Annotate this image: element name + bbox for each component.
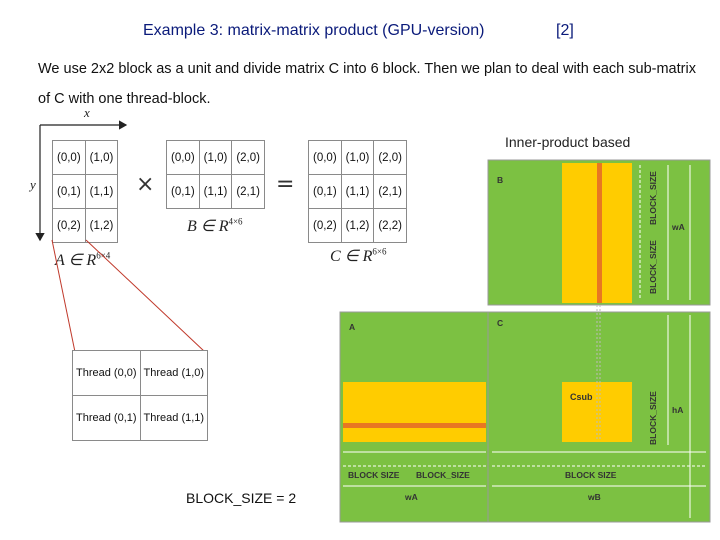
matrix-c-label: C ∈ R6×6 (330, 246, 387, 265)
a-letter: A (349, 322, 355, 332)
matrix-a-cell: (1,2) (84, 208, 119, 243)
thread-cell: Thread (0,1) (72, 395, 141, 441)
axes-arrows (35, 120, 128, 242)
matrix-c-cell: (0,2) (308, 208, 342, 243)
block-size-note: BLOCK_SIZE = 2 (186, 490, 297, 506)
a-block-size-label-1: BLOCK SIZE (348, 470, 400, 480)
table-row: (0,0)(1,0)(2,0) (308, 140, 407, 175)
matrix-b-cell: (2,1) (231, 174, 265, 209)
matrix-a-cell: (1,1) (84, 174, 119, 209)
thread-block-table: Thread (0,0)Thread (1,0) Thread (0,1)Thr… (72, 350, 209, 441)
c-letter: C (497, 318, 503, 328)
c-ha-label: hA (672, 405, 683, 415)
matrix-a-cell: (1,0) (84, 140, 119, 175)
thread-cell: Thread (1,0) (139, 350, 209, 396)
b-wa-label: wA (671, 222, 685, 232)
b-column-line (597, 163, 602, 303)
equals-operator: = (276, 172, 295, 197)
table-row: (0,0)(1,0)(2,0) (166, 140, 265, 175)
thread-cell: Thread (1,1) (139, 395, 209, 441)
matrix-a-cell: (0,2) (52, 208, 86, 243)
intro-paragraph: We use 2x2 block as a unit and divide ma… (38, 61, 696, 107)
table-row: (0,1)(1,1) (52, 174, 119, 209)
c-wb-label: wB (587, 492, 601, 502)
matrix-c-cell: (0,0) (308, 140, 342, 175)
title-reference: [2] (556, 22, 574, 39)
x-axis-label: x (84, 105, 90, 120)
table-row: Thread (0,0)Thread (1,0) (72, 350, 209, 396)
times-operator: × (136, 172, 155, 197)
table-row: Thread (0,1)Thread (1,1) (72, 395, 209, 441)
thread-cell: Thread (0,0) (72, 350, 141, 396)
matrix-b-cell: (0,1) (166, 174, 200, 209)
table-row: (0,1)(1,1)(2,1) (166, 174, 265, 209)
matrix-c-grid: (0,0)(1,0)(2,0) (0,1)(1,1)(2,1) (0,2)(1,… (308, 140, 407, 243)
matrix-c-cell: (2,2) (373, 208, 407, 243)
csub-label: Csub (570, 392, 593, 402)
matrix-b-label: B ∈ R4×6 (187, 216, 243, 235)
a-row-strip (343, 382, 486, 442)
inner-product-label: Inner-product based (505, 134, 631, 150)
matrix-b-cell: (0,0) (166, 140, 200, 175)
c-block-size-label-v: BLOCK_SIZE (648, 391, 658, 445)
matrix-b-cell: (1,1) (198, 174, 233, 209)
y-axis-label: y (30, 177, 36, 192)
a-block-size-label-2: BLOCK_SIZE (416, 470, 470, 480)
b-block-size-label-2: BLOCK_SIZE (648, 240, 658, 294)
table-row: (0,2)(1,2)(2,2) (308, 208, 407, 243)
b-block-size-label-1: BLOCK_SIZE (648, 171, 658, 225)
a-wa-label: wA (404, 492, 418, 502)
a-row-line (343, 423, 486, 428)
matrix-c-cell: (1,2) (340, 208, 375, 243)
title-text: Example 3: matrix-matrix product (GPU-ve… (143, 22, 485, 39)
matrix-b-cell: (2,0) (231, 140, 265, 175)
matrix-c-cell: (1,0) (340, 140, 375, 175)
b-letter: B (497, 175, 503, 185)
matrix-c-cell: (0,1) (308, 174, 342, 209)
matrix-a-grid: (0,0)(1,0) (0,1)(1,1) (0,2)(1,2) (52, 140, 119, 243)
c-sub-block (562, 382, 632, 442)
table-row: (0,2)(1,2) (52, 208, 119, 243)
matrix-c-cell: (2,0) (373, 140, 407, 175)
matrix-b-grid: (0,0)(1,0)(2,0) (0,1)(1,1)(2,1) (166, 140, 265, 209)
slide-title: Example 3: matrix-matrix product (GPU-ve… (0, 22, 720, 44)
matrix-b-cell: (1,0) (198, 140, 233, 175)
c-block-size-label-1: BLOCK SIZE (565, 470, 617, 480)
